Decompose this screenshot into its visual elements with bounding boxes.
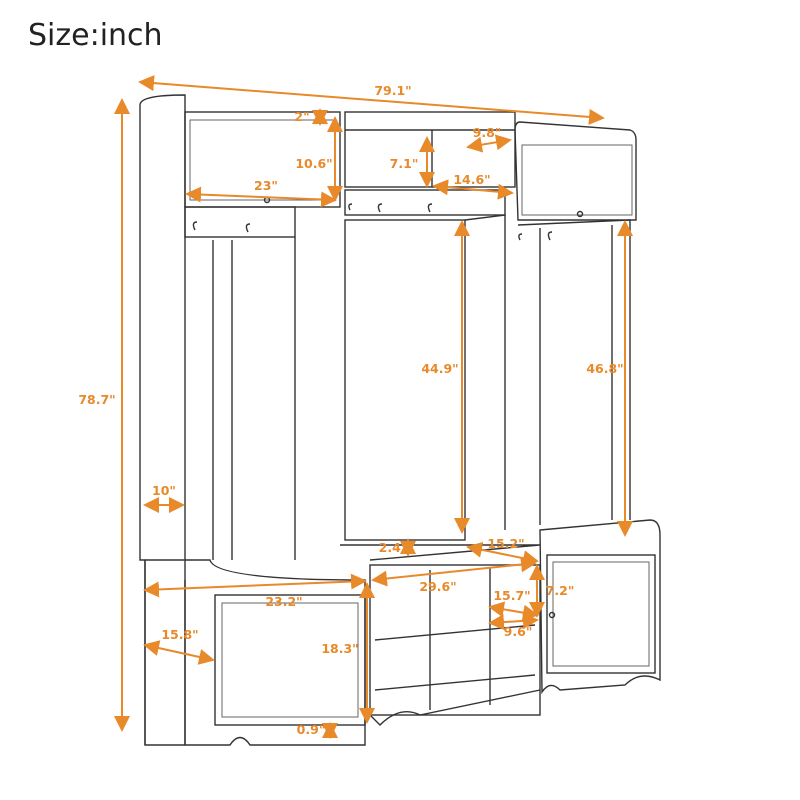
top-cabinet-height-label: 10.6" [295, 156, 332, 171]
base-clearance-label: 0.9" [297, 722, 326, 737]
right-hanging-height-label: 46.8" [586, 361, 623, 376]
right-tower [514, 121, 661, 695]
top-cubby-height-label: 7.1" [390, 156, 419, 171]
top-cabinet-width-label: 23" [254, 178, 278, 193]
side-depth-label: 10" [152, 483, 176, 498]
shoe-cubby-depth-label: 15.7" [493, 588, 530, 603]
dimension-labels: 79.1" 78.7" 2" 9.8" 10.6" 7.1" 14.6" 23"… [78, 83, 623, 737]
bench-lip-label: 2.4" [379, 540, 408, 555]
middle-hanging-height-label: 44.9" [421, 361, 458, 376]
left-bench-width-label: 23.2" [265, 594, 302, 609]
bench-width-label: 29.6" [419, 579, 456, 594]
top-trim-label: 2" [294, 109, 309, 124]
shoe-cubby-width-label: 9.6" [504, 624, 533, 639]
shoe-cubby-height-label: 7.2" [546, 583, 575, 598]
bench-depth-label: 15.2" [487, 536, 524, 551]
total-height-label: 78.7" [78, 392, 115, 407]
top-cubby-width-label: 14.6" [453, 172, 490, 187]
top-cubby-depth-label: 9.8" [473, 125, 502, 140]
page-title: Size:inch [28, 18, 163, 53]
left-bench-depth-label: 15.8" [161, 627, 198, 642]
bench-height-label: 18.3" [321, 641, 358, 656]
total-width-label: 79.1" [374, 83, 411, 98]
dimension-lines [114, 75, 633, 739]
